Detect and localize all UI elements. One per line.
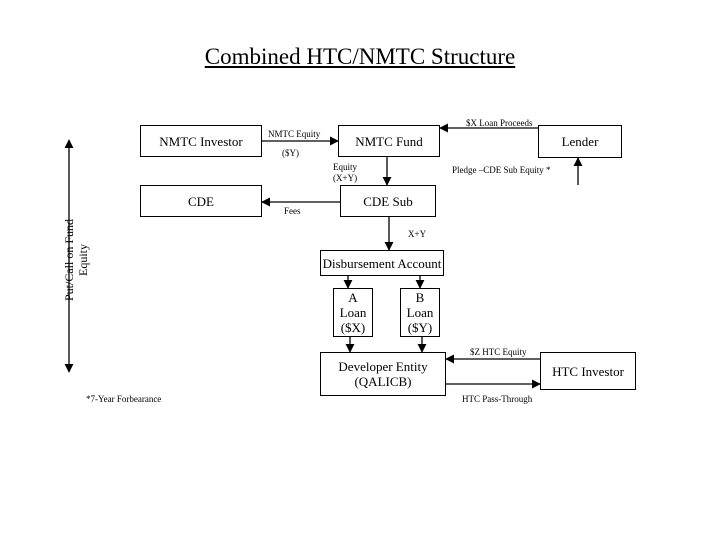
lender-box: Lender bbox=[538, 125, 622, 158]
b-loan-box: B Loan ($Y) bbox=[400, 288, 440, 337]
label-x-plus-y: X+Y bbox=[408, 229, 427, 239]
label-sy: ($Y) bbox=[282, 148, 299, 158]
label-nmtc-equity: NMTC Equity bbox=[268, 129, 321, 139]
developer-entity-box: Developer Entity (QALICB) bbox=[320, 352, 446, 396]
label-equity-xy: Equity (X+Y) bbox=[333, 162, 358, 183]
label-htc-pass-through: HTC Pass-Through bbox=[462, 394, 533, 404]
label-pledge: Pledge –CDE Sub Equity * bbox=[452, 165, 551, 175]
page-title: Combined HTC/NMTC Structure bbox=[204, 44, 516, 69]
label-loan-proceeds: $X Loan Proceeds bbox=[466, 118, 533, 128]
htc-investor-box: HTC Investor bbox=[540, 352, 636, 390]
label-forbearance: *7-Year Forbearance bbox=[86, 394, 162, 404]
cde-box: CDE bbox=[140, 185, 262, 217]
label-fees: Fees bbox=[284, 206, 301, 216]
cde-sub-box: CDE Sub bbox=[340, 185, 436, 217]
a-loan-box: A Loan ($X) bbox=[333, 288, 373, 337]
nmtc-investor-box: NMTC Investor bbox=[140, 125, 262, 157]
label-put-call: Put/Call on Fund Equity bbox=[62, 219, 90, 302]
nmtc-fund-box: NMTC Fund bbox=[338, 125, 440, 157]
label-htc-equity: $Z HTC Equity bbox=[470, 347, 527, 357]
disbursement-account-box: Disbursement Account bbox=[320, 250, 444, 276]
